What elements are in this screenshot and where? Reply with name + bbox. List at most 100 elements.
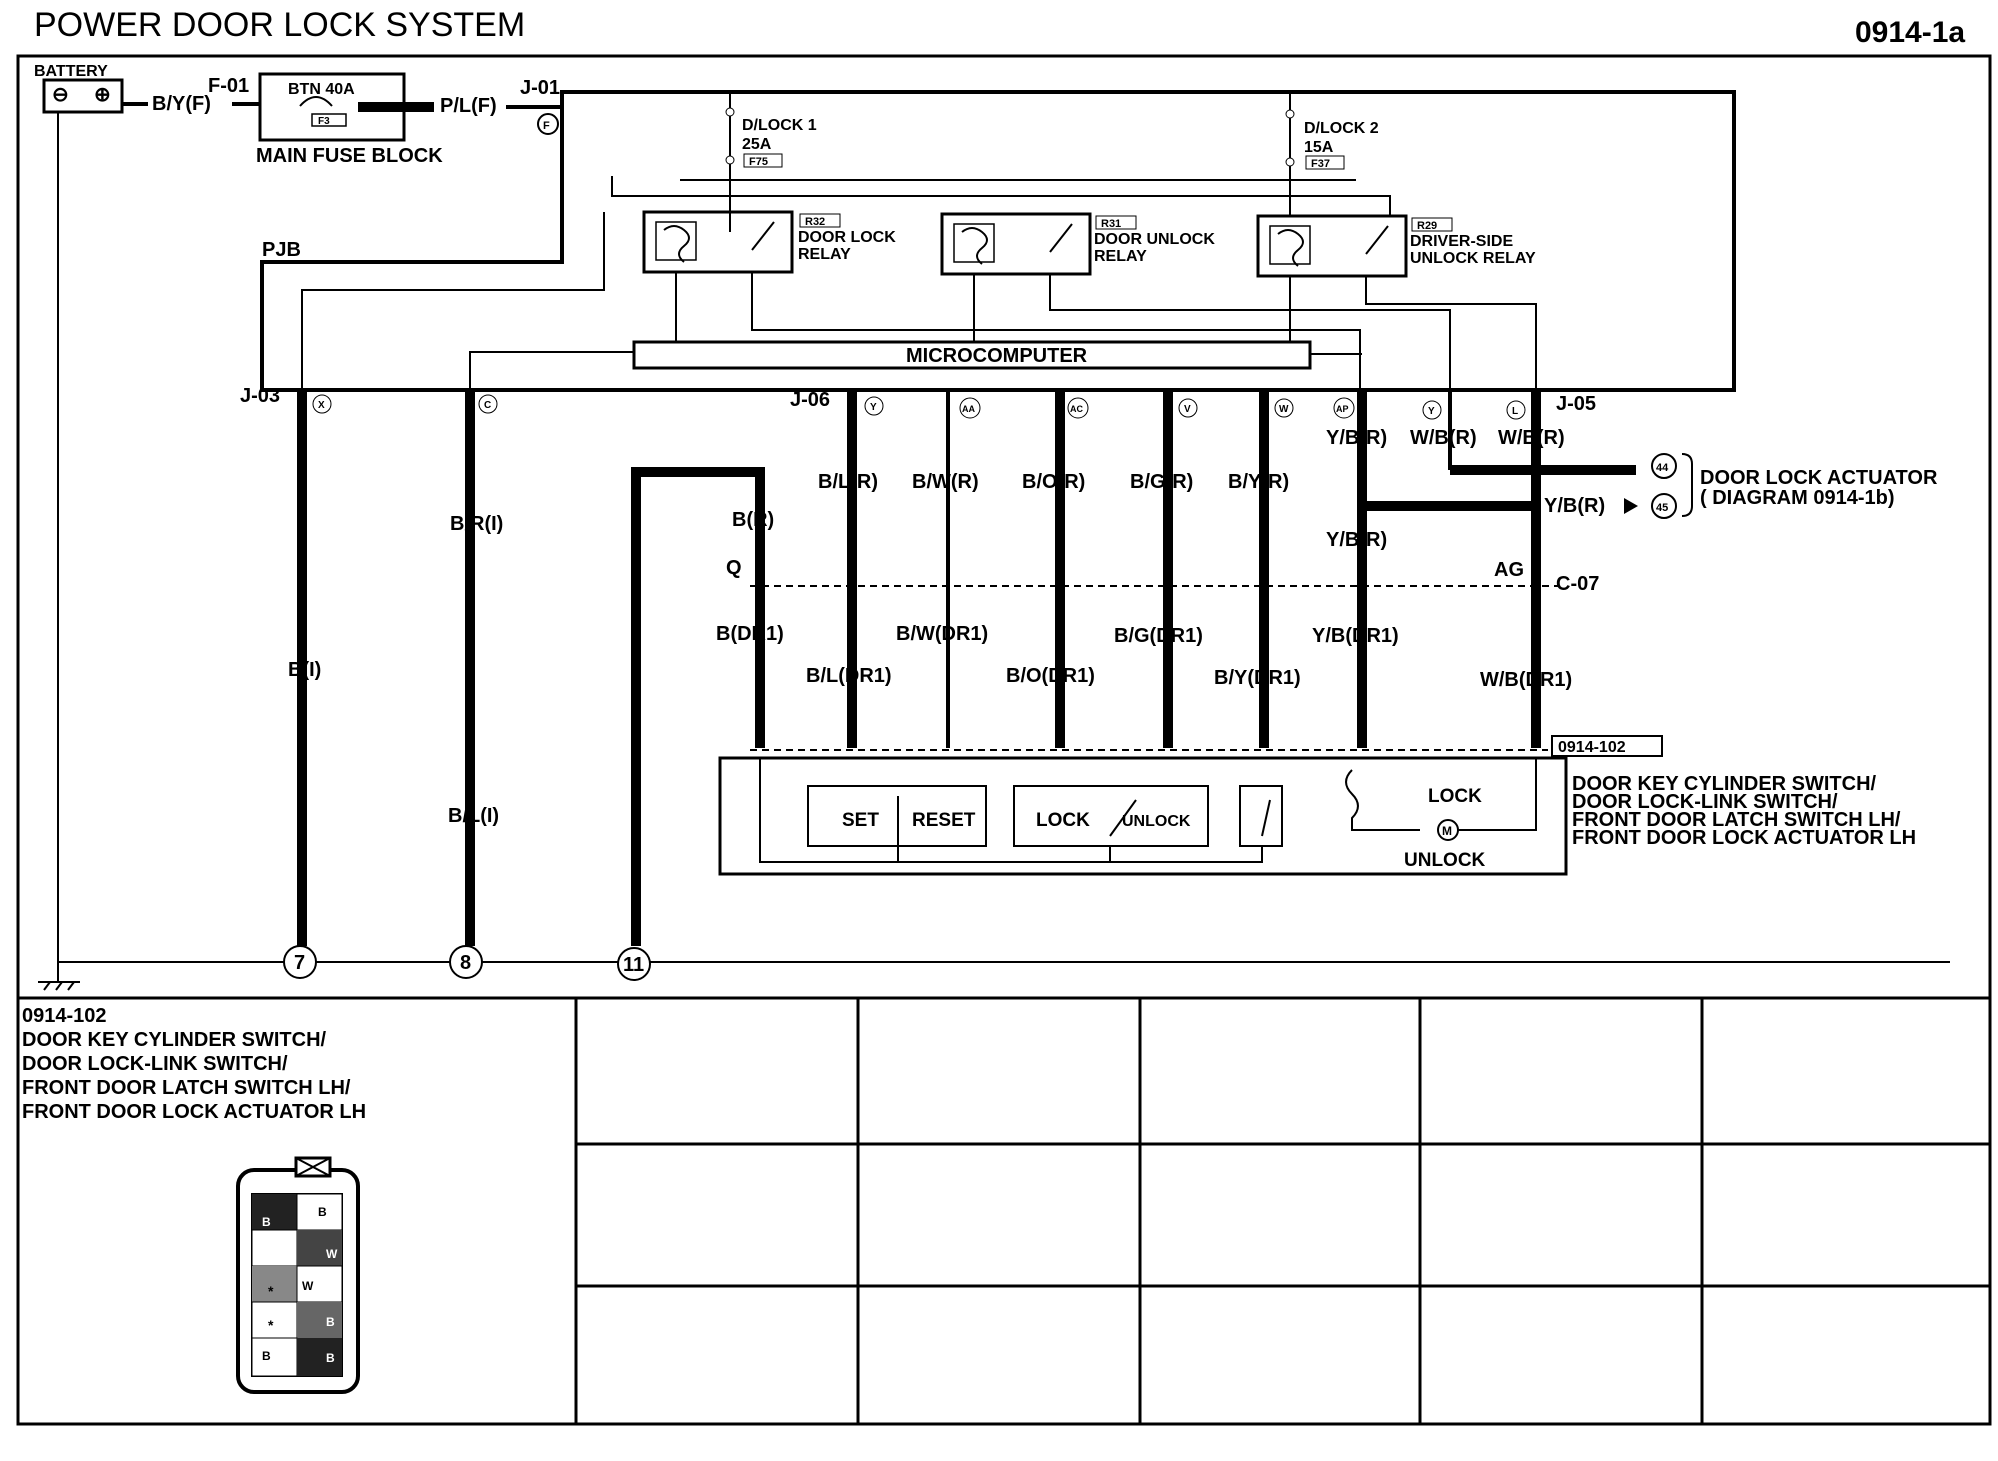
svg-text:B: B <box>326 1315 335 1329</box>
driver-side-unlock-relay: R29 DRIVER-SIDE UNLOCK RELAY <box>1256 214 1536 278</box>
svg-text:*: * <box>268 1317 274 1333</box>
svg-text:MICROCOMPUTER: MICROCOMPUTER <box>906 345 1088 367</box>
svg-text:B: B <box>262 1349 271 1363</box>
connector-j03: J-03 <box>240 385 280 407</box>
wire-bo-r: B/O(R) <box>1022 471 1085 493</box>
pin-44: 44 <box>1656 462 1669 474</box>
svg-text:C: C <box>484 400 491 411</box>
svg-text:W: W <box>1279 404 1289 415</box>
wire-by-dr1: B/Y(DR1) <box>1214 667 1301 689</box>
wire-b-r: B(R) <box>732 509 774 531</box>
conn-q: Q <box>726 557 742 579</box>
svg-text:Y: Y <box>870 402 877 413</box>
actuator-ref-line2: ( DIAGRAM 0914-1b) <box>1700 487 1894 509</box>
wire-bw-r: B/W(R) <box>912 471 979 493</box>
wire-b-r-i: B/R(I) <box>450 513 503 535</box>
wire-bl-r: B/L(R) <box>818 471 878 493</box>
fuse-dlock2: D/LOCK 2 15A F37 <box>1285 92 1379 220</box>
svg-text:8: 8 <box>460 952 471 974</box>
actuator-ref-line1: DOOR LOCK ACTUATOR <box>1700 467 1938 489</box>
svg-text:BTN 40A: BTN 40A <box>288 81 355 98</box>
svg-text:DOOR LOCK-LINK SWITCH/: DOOR LOCK-LINK SWITCH/ <box>1572 791 1838 813</box>
svg-text:⊖: ⊖ <box>52 84 69 106</box>
svg-text:BATTERY: BATTERY <box>34 63 108 80</box>
svg-text:FRONT DOOR LATCH SWITCH LH/: FRONT DOOR LATCH SWITCH LH/ <box>22 1077 351 1099</box>
door-unlock-relay: R31 DOOR UNLOCK RELAY <box>940 212 1215 276</box>
wire-yb-r-mid: Y/B(R) <box>1326 529 1387 551</box>
svg-text:X: X <box>318 400 325 411</box>
connector-j01: J-01 <box>520 77 560 99</box>
wire-by-r: B/Y(R) <box>1228 471 1289 493</box>
component-description: DOOR KEY CYLINDER SWITCH/ DOOR LOCK-LINK… <box>1572 773 1916 849</box>
main-fuse-block: BTN 40A F3 MAIN FUSE BLOCK <box>256 72 443 167</box>
diagram-number: 0914-1a <box>1855 16 1965 49</box>
fuse-dlock1: D/LOCK 1 25A F75 <box>725 92 817 220</box>
wire-by-f: B/Y(F) <box>152 93 211 115</box>
svg-text:F37: F37 <box>1311 158 1330 170</box>
door-lock-relay: R32 DOOR LOCK RELAY <box>642 176 896 274</box>
component-ref: 0914-102 <box>1558 739 1626 756</box>
svg-text:25A: 25A <box>742 136 772 153</box>
bottom-panel-text: 0914-102 DOOR KEY CYLINDER SWITCH/ DOOR … <box>22 1005 366 1123</box>
svg-text:B: B <box>326 1351 335 1365</box>
svg-text:DRIVER-SIDE: DRIVER-SIDE <box>1410 233 1513 250</box>
page-title: POWER DOOR LOCK SYSTEM <box>34 6 525 44</box>
svg-text:M: M <box>1442 824 1452 838</box>
wire-bg-r: B/G(R) <box>1130 471 1193 493</box>
svg-text:FRONT DOOR LOCK ACTUATOR LH: FRONT DOOR LOCK ACTUATOR LH <box>22 1101 366 1123</box>
svg-text:D/LOCK 2: D/LOCK 2 <box>1304 120 1379 137</box>
pin-circles: X C Y AA AC V W AP Y L <box>312 394 1526 420</box>
svg-text:AC: AC <box>1070 404 1083 414</box>
svg-text:D/LOCK 1: D/LOCK 1 <box>742 117 817 134</box>
component-box: SET RESET LOCK UNLOCK M LOCK UNLOCK <box>718 756 1568 876</box>
svg-text:SET: SET <box>842 810 879 831</box>
svg-text:UNLOCK: UNLOCK <box>1404 850 1486 871</box>
wire-wb-r-b: W/B(R) <box>1498 427 1565 449</box>
wire-yb-r-arrow: Y/B(R) <box>1544 495 1605 517</box>
microcomputer: MICROCOMPUTER <box>632 340 1312 370</box>
ground-11: 11 <box>617 947 651 981</box>
connector-face: B B W W B * * B B <box>236 1156 360 1394</box>
svg-text:R32: R32 <box>805 216 825 228</box>
ground-symbol <box>38 962 80 991</box>
wire-bl-dr1: B/L(DR1) <box>806 665 892 687</box>
wire-wb-r-a: W/B(R) <box>1410 427 1477 449</box>
svg-text:DOOR KEY CYLINDER SWITCH/: DOOR KEY CYLINDER SWITCH/ <box>22 1029 327 1051</box>
connector-j06: J-06 <box>790 389 830 411</box>
svg-text:FRONT DOOR LATCH SWITCH LH/: FRONT DOOR LATCH SWITCH LH/ <box>1572 809 1901 831</box>
svg-text:DOOR KEY CYLINDER SWITCH/: DOOR KEY CYLINDER SWITCH/ <box>1572 773 1877 795</box>
svg-text:⊕: ⊕ <box>94 84 111 106</box>
svg-text:DOOR LOCK-LINK SWITCH/: DOOR LOCK-LINK SWITCH/ <box>22 1053 288 1075</box>
svg-text:B: B <box>318 1205 327 1219</box>
svg-text:LOCK: LOCK <box>1428 786 1482 807</box>
svg-text:MAIN FUSE BLOCK: MAIN FUSE BLOCK <box>256 145 443 167</box>
svg-text:11: 11 <box>623 954 644 976</box>
svg-text:L: L <box>1512 406 1518 417</box>
svg-text:AA: AA <box>962 404 975 414</box>
svg-text:UNLOCK RELAY: UNLOCK RELAY <box>1410 250 1536 267</box>
svg-text:DOOR LOCK: DOOR LOCK <box>798 229 896 246</box>
pjb-label: PJB <box>262 239 301 261</box>
wire-wb-dr1: W/B(DR1) <box>1480 669 1572 691</box>
outer-frame <box>16 54 1992 1426</box>
wire-bw-dr1: B/W(DR1) <box>896 623 988 645</box>
svg-text:R29: R29 <box>1417 220 1437 232</box>
connector-f01: F-01 <box>208 75 249 97</box>
svg-text:F75: F75 <box>749 156 768 168</box>
svg-text:V: V <box>1184 404 1191 415</box>
svg-text:W: W <box>326 1247 338 1261</box>
wire-b-l-i: B/L(I) <box>448 805 499 827</box>
svg-text:R31: R31 <box>1101 218 1121 230</box>
svg-text:LOCK: LOCK <box>1036 810 1090 831</box>
pin-45: 45 <box>1656 502 1668 514</box>
svg-text:DOOR UNLOCK: DOOR UNLOCK <box>1094 231 1215 248</box>
svg-text:RELAY: RELAY <box>798 246 851 263</box>
battery: ⊖ ⊕ BATTERY <box>34 63 124 114</box>
conn-ag: AG <box>1494 559 1524 581</box>
wire-b-dr1: B(DR1) <box>716 623 784 645</box>
svg-text:0914-102: 0914-102 <box>22 1005 107 1027</box>
svg-text:Y: Y <box>1428 406 1435 417</box>
svg-text:FRONT DOOR LOCK ACTUATOR LH: FRONT DOOR LOCK ACTUATOR LH <box>1572 827 1916 849</box>
wire-b-i: B(I) <box>288 659 321 681</box>
